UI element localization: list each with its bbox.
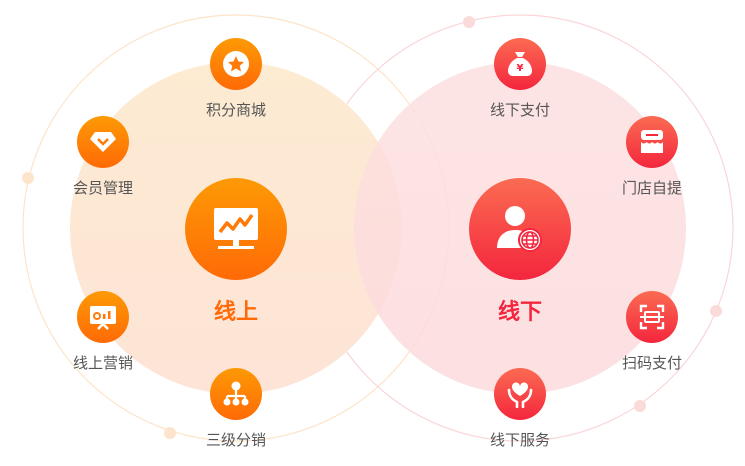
node-scan-payment[interactable] [626,291,678,343]
node-store-pickup[interactable] [626,116,678,168]
node-three-level-distribution[interactable] [210,368,262,420]
label-store-pickup: 门店自提 [621,179,683,197]
offline-title: 线下 [497,300,543,325]
node-member-management[interactable] [77,116,129,168]
online-main-node[interactable] [185,178,287,280]
star-badge-icon [223,51,249,77]
label-points-mall: 积分商城 [205,101,267,119]
monitor-chart-icon [214,208,258,249]
label-three-level-distribution: 三级分销 [205,431,267,449]
user-globe-icon [497,206,542,252]
money-bag-icon: ¥ [508,52,532,76]
svg-text:¥: ¥ [517,63,524,74]
ring-dot [164,427,176,439]
hierarchy-icon [223,381,249,406]
node-points-mall[interactable] [210,38,262,90]
node-online-marketing[interactable] [77,291,129,343]
node-offline-payment[interactable]: ¥ [494,38,546,90]
store-icon [641,130,663,153]
heart-hands-icon [507,382,533,408]
ring-dot [463,16,475,28]
ring-dot [710,305,722,317]
label-online-marketing: 线上营销 [72,354,134,372]
node-offline-service[interactable] [494,368,546,420]
diamond-icon [90,132,116,152]
label-offline-payment: 线下支付 [489,101,551,119]
offline-main-node[interactable] [469,178,571,280]
ring-dot [22,172,34,184]
label-scan-payment: 扫码支付 [621,354,683,372]
scan-icon [639,304,665,330]
label-offline-service: 线下服务 [489,431,551,449]
presentation-chart-icon [90,306,116,330]
online-title: 线上 [213,300,259,325]
label-member-management: 会员管理 [72,179,134,197]
ring-dot [634,400,646,412]
